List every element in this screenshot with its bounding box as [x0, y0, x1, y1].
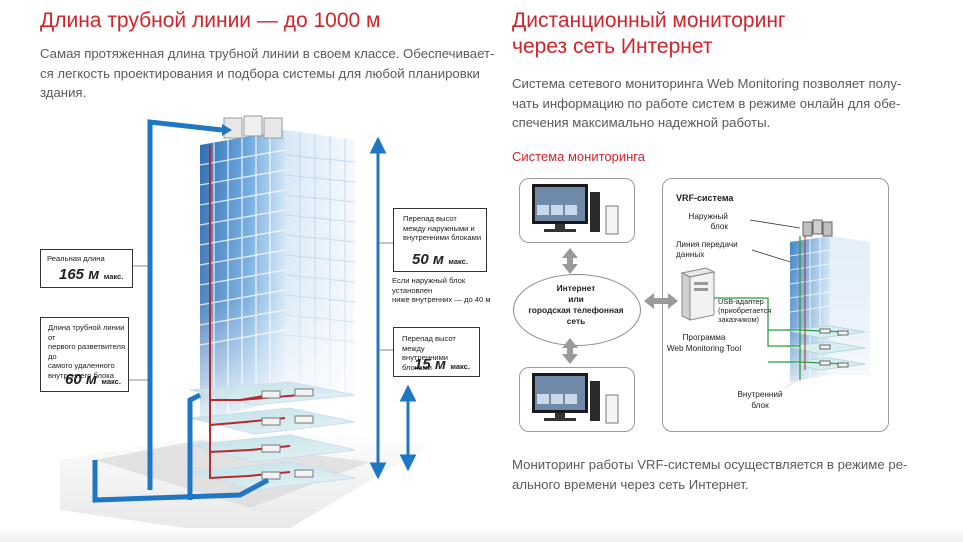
pipe-arrow: [222, 124, 232, 136]
monitor-icon: [532, 373, 619, 424]
right-title: Дистанционный мониторинг через сеть Инте…: [512, 8, 786, 60]
height-arrows: [369, 136, 417, 480]
height-outdoor-indoor-callout: Перепад высот между наружными и внутренн…: [393, 208, 487, 272]
height-outdoor-indoor-value: 50 м: [412, 251, 444, 268]
pc-tower-icon: [680, 267, 716, 321]
vrf-building-fade: [785, 230, 875, 400]
double-arrow-icon: [562, 338, 578, 364]
real-length-value-row: 165 м макс.: [59, 266, 123, 284]
real-length-callout: Реальная длина 165 м макс.: [40, 249, 133, 288]
left-paragraph: Самая протяженная длина трубной линии в …: [40, 44, 500, 103]
vrf-title: VRF-система: [676, 193, 734, 203]
left-paragraph-line: ся легкость проектирования и подбора сис…: [40, 65, 480, 81]
branch-length-value: 60 м: [65, 371, 97, 388]
right-title-line: через сеть Интернет: [512, 35, 713, 58]
height-indoor-indoor-suffix: макс.: [450, 362, 470, 371]
right-title-line: Дистанционный мониторинг: [512, 9, 786, 32]
real-length-value: 165 м: [59, 266, 100, 283]
height-outdoor-indoor-value-row: 50 м макс.: [412, 251, 468, 269]
real-length-label: Реальная длина: [47, 254, 105, 263]
indoor-units: [261, 388, 314, 480]
branch-length-callout: Длина трубной линии от первого разветвит…: [40, 317, 129, 392]
network-label: Интернет или городская телефонная сеть: [528, 283, 624, 326]
vrf-indoor-units: [819, 328, 849, 368]
left-title: Длина трубной линии — до 1000 м: [40, 9, 381, 32]
left-paragraph-line: здания.: [40, 85, 87, 100]
network-ellipse: [513, 274, 641, 346]
monitoring-subtitle: Система мониторинга: [512, 149, 645, 164]
height-indoor-indoor-callout: Перепад высот между внутренними блоками …: [393, 327, 480, 377]
double-arrow-icon: [562, 248, 578, 274]
double-arrow-icon: [644, 293, 678, 309]
indoor-unit-label: Внутренний блок: [737, 390, 783, 410]
right-paragraph: Система сетевого мониторинга Web Monitor…: [512, 76, 902, 130]
left-paragraph-line: Самая протяженная длина трубной линии в …: [40, 46, 495, 61]
vrf-outdoor-units: [802, 219, 833, 237]
building-illustration: [60, 115, 430, 540]
bottom-band: [0, 528, 963, 542]
height-outdoor-indoor-suffix: макс.: [448, 257, 468, 266]
monitor-icon: [532, 184, 619, 235]
program-label: Программа Web Monitoring Tool: [666, 333, 742, 353]
height-outdoor-indoor-label: Перепад высот между наружными и внутренн…: [403, 214, 482, 242]
right-footer: Мониторинг работы VRF-системы осуществля…: [512, 457, 908, 492]
branch-length-suffix: макс.: [101, 377, 121, 386]
branch-length-label: Длина трубной линии от первого разветвит…: [48, 323, 126, 380]
outdoor-units: [223, 115, 283, 139]
height-indoor-indoor-value-row: 15 м макс.: [414, 356, 470, 374]
usb-adapter-label: USB-адаптер (приобретается заказчиком): [718, 297, 772, 324]
pipe-length-markers: [92, 119, 270, 503]
monitoring-diagram-graphics: [532, 184, 875, 424]
tower-fade: [200, 140, 355, 430]
height-indoor-indoor-label: Перепад высот между внутренними блоками: [402, 334, 456, 372]
real-length-suffix: макс.: [103, 272, 124, 281]
leader-lines: [128, 242, 393, 381]
branch-length-value-row: 60 м макс.: [65, 371, 121, 389]
height-indoor-indoor-value: 15 м: [414, 356, 446, 373]
outdoor-unit-label: Наружный блок: [688, 212, 728, 231]
height-note: Если наружный блок установлен ниже внутр…: [392, 276, 491, 304]
data-line-label: Линия передачи данных: [676, 240, 738, 259]
